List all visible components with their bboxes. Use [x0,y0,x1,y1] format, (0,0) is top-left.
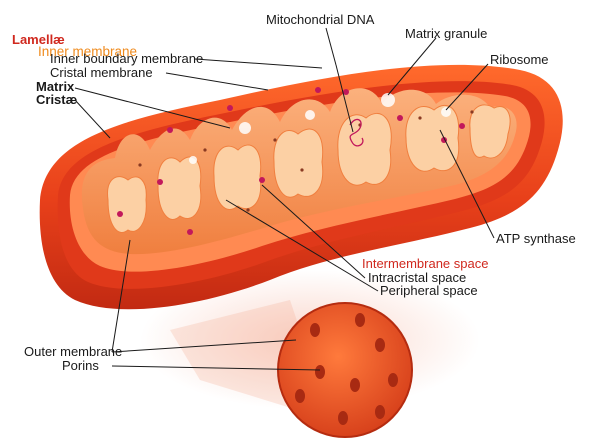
label-atp-synthase: ATP synthase [496,231,576,246]
label-cristal-membrane: Cristal membrane [50,65,153,80]
label-cristae: Cristæ [36,92,78,107]
label-matrix: Matrix [36,79,75,94]
leader-lines [74,27,495,371]
label-outer-membrane: Outer membrane [24,344,122,359]
porin-magnified-view [277,302,413,438]
label-mitochondrial-dna: Mitochondrial DNA [266,12,375,27]
label-inner-boundary-membrane: Inner boundary membrane [50,51,203,66]
label-inner-membrane: Inner membrane [38,44,137,59]
label-matrix-granule: Matrix granule [405,26,487,41]
inner-membrane-shape [81,87,517,255]
label-intracristal-space: Intracristal space [368,270,466,285]
dna-squiggle [349,118,364,147]
label-ribosome: Ribosome [490,52,549,67]
label-intermembrane-space: Intermembrane space [362,256,488,271]
label-porins: Porins [62,358,99,373]
label-lamellae: Lamellæ [12,32,65,47]
label-peripheral-space: Peripheral space [380,283,478,298]
